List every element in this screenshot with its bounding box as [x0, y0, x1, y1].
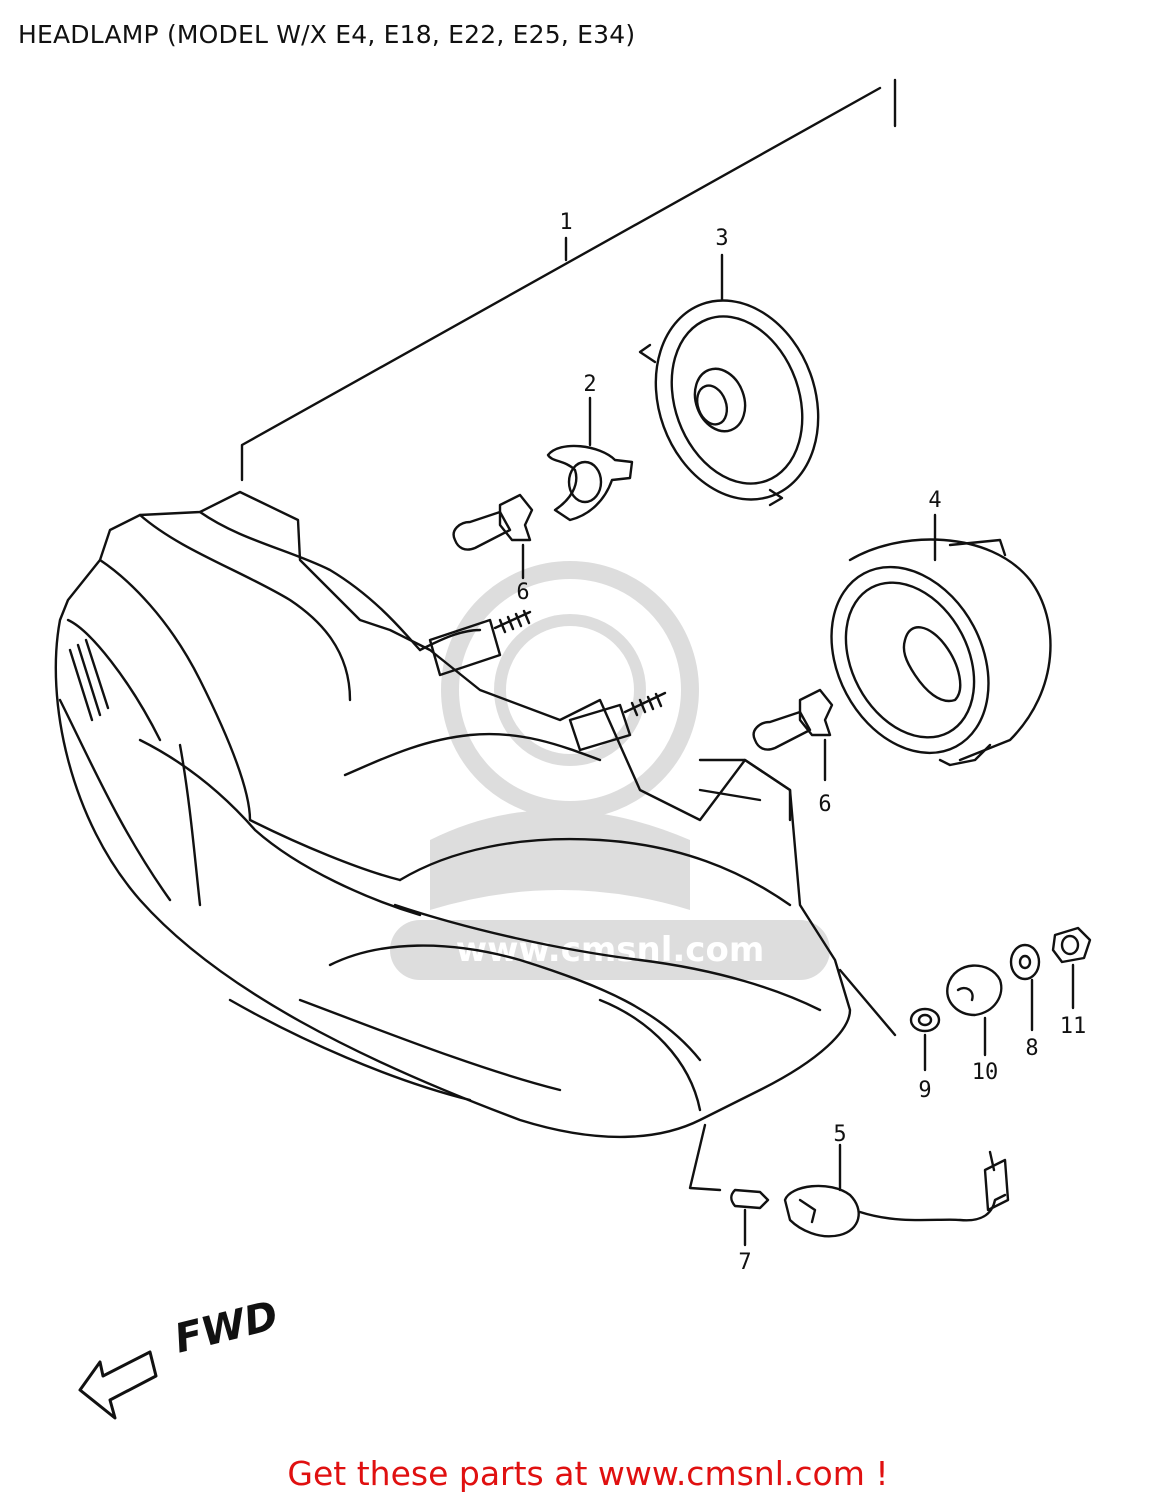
part-11-nut	[1053, 928, 1090, 1008]
callout-4: 4	[928, 488, 942, 513]
part-9-collar	[911, 1009, 939, 1070]
adjuster-bolt-upper	[430, 611, 530, 675]
callout-7: 7	[738, 1250, 752, 1275]
callout-6-lower: 6	[818, 792, 832, 817]
part-8-washer	[1011, 945, 1039, 1030]
leader-line-1	[242, 80, 895, 480]
part-7-position-bulb	[731, 1190, 768, 1245]
callout-5: 5	[833, 1122, 847, 1147]
part-10-grommet	[947, 966, 1001, 1055]
page-title: HEADLAMP (MODEL W/X E4, E18, E22, E25, E…	[18, 20, 636, 49]
part-4-socket	[800, 515, 1050, 780]
callout-2: 2	[583, 372, 597, 397]
part-3-bulb-cover	[629, 255, 845, 523]
callout-1: 1	[559, 210, 573, 235]
watermark-logo: www.cmsnl.com	[390, 540, 830, 980]
callout-8: 8	[1025, 1036, 1039, 1061]
part-6-bulb-lower	[754, 690, 832, 780]
part-6-bulb-upper	[454, 495, 532, 578]
callout-9: 9	[918, 1078, 932, 1103]
callout-3: 3	[715, 226, 729, 251]
callout-10: 10	[971, 1060, 999, 1085]
arrow-left-icon	[80, 1352, 156, 1418]
footer-link[interactable]: Get these parts at www.cmsnl.com !	[287, 1454, 889, 1493]
part-5-socket-harness	[785, 1145, 1008, 1236]
callout-11: 11	[1059, 1014, 1087, 1039]
adjuster-bolt-lower	[570, 693, 665, 750]
headlamp-housing	[56, 492, 850, 1137]
callout-6-upper: 6	[516, 580, 530, 605]
part-2-bulb-clip	[548, 398, 632, 520]
